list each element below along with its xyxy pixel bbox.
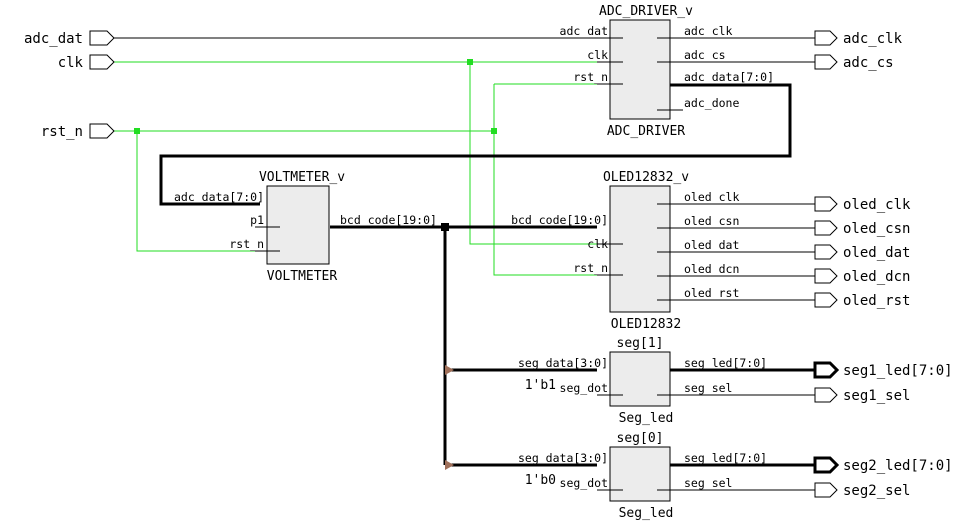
pin-label: oled_clk xyxy=(684,190,739,204)
pin-label: adc_done xyxy=(684,96,739,110)
pin-label: rst_n xyxy=(573,261,608,275)
port-label: seg1_sel xyxy=(843,388,910,404)
port-label: oled_dat xyxy=(843,245,910,261)
port-label: oled_rst xyxy=(843,293,910,309)
bus-ripper-icon xyxy=(445,365,454,375)
input-port-rst-n[interactable]: rst_n xyxy=(41,123,115,140)
pin-label: seg_data[3:0] xyxy=(518,356,608,370)
constant-value: 1'b1 xyxy=(525,378,556,393)
pin-label: seg_led[7:0] xyxy=(684,356,767,370)
output-port-seg1-led[interactable]: seg1_led[7:0] xyxy=(813,361,953,379)
pin-label: adc_dat xyxy=(560,24,608,38)
clk-net[interactable] xyxy=(114,61,597,245)
port-label: seg1_led[7:0] xyxy=(843,363,953,379)
module-name: ADC_DRIVER xyxy=(607,124,685,139)
pin-label: rst_n xyxy=(573,70,608,84)
output-port-oled-rst[interactable]: oled_rst xyxy=(814,292,910,309)
pin-label: oled_rst xyxy=(684,286,739,300)
port-label: clk xyxy=(58,55,84,71)
output-port-seg1-sel[interactable]: seg1_sel xyxy=(814,387,910,404)
port-label: oled_clk xyxy=(843,197,911,213)
rst-n-junction xyxy=(491,128,497,134)
instance-name: ADC_DRIVER_v xyxy=(599,4,693,19)
pin-label: adc_data[7:0] xyxy=(174,190,264,204)
port-label: oled_dcn xyxy=(843,269,910,285)
port-label: rst_n xyxy=(41,124,83,140)
bus-ripper-icon xyxy=(445,460,454,470)
rst-n-net[interactable] xyxy=(114,83,597,276)
input-port-clk[interactable]: clk xyxy=(58,54,115,71)
pin-label: bcd_code[19:0] xyxy=(511,213,608,227)
oled12832-block[interactable]: OLED12832_v bcd_code[19:0] clk rst_n ole… xyxy=(511,170,739,332)
pin-label: oled_dcn xyxy=(684,262,739,276)
output-port-seg2-sel[interactable]: seg2_sel xyxy=(814,482,910,499)
pin-label: seg_sel xyxy=(684,476,732,490)
pin-label: adc_clk xyxy=(684,24,733,38)
port-label: adc_clk xyxy=(843,31,903,47)
output-port-seg2-led[interactable]: seg2_led[7:0] xyxy=(813,456,953,474)
seg0-block[interactable]: seg[0] seg_data[3:0] seg_dot 1'b0 seg_le… xyxy=(518,431,767,521)
bcd-code-junction xyxy=(441,223,449,231)
pin-label: seg_led[7:0] xyxy=(684,451,767,465)
output-port-oled-dat[interactable]: oled_dat xyxy=(814,244,910,261)
adc-data-bus[interactable] xyxy=(159,83,792,206)
pin-label: clk xyxy=(587,48,608,62)
module-name: VOLTMETER xyxy=(267,269,338,284)
port-label: adc_cs xyxy=(843,55,894,71)
pin-label: bcd_code[19:0] xyxy=(340,213,437,227)
module-name: Seg_led xyxy=(619,506,674,521)
port-label: adc_dat xyxy=(24,31,83,47)
pin-label: adc_data[7:0] xyxy=(684,70,774,84)
seg1-block[interactable]: seg[1] seg_data[3:0] seg_dot 1'b1 seg_le… xyxy=(518,336,767,426)
module-name: OLED12832 xyxy=(611,317,681,332)
pin-label: oled_csn xyxy=(684,214,739,228)
output-port-adc-cs[interactable]: adc_cs xyxy=(814,54,894,71)
port-label: oled_csn xyxy=(843,221,910,237)
voltmeter-block[interactable]: VOLTMETER_v adc_data[7:0] p1 rst_n bcd_c… xyxy=(174,170,437,284)
instance-name: OLED12832_v xyxy=(603,170,689,185)
pin-label: p1 xyxy=(250,213,264,227)
instance-name: VOLTMETER_v xyxy=(259,170,345,185)
module-name: Seg_led xyxy=(619,411,674,426)
pin-label: seg_dot xyxy=(560,476,608,490)
output-port-oled-dcn[interactable]: oled_dcn xyxy=(814,268,910,285)
port-label: seg2_led[7:0] xyxy=(843,458,953,474)
constant-value: 1'b0 xyxy=(525,473,556,488)
output-port-adc-clk[interactable]: adc_clk xyxy=(814,30,903,47)
pin-label: rst_n xyxy=(229,237,264,251)
clk-junction xyxy=(467,59,473,65)
pin-label: seg_data[3:0] xyxy=(518,451,608,465)
pin-label: oled_dat xyxy=(684,238,739,252)
output-port-oled-csn[interactable]: oled_csn xyxy=(814,220,910,237)
rst-n-junction xyxy=(134,128,140,134)
instance-name: seg[0] xyxy=(617,431,664,446)
pin-label: adc_cs xyxy=(684,48,726,62)
instance-name: seg[1] xyxy=(617,336,664,351)
input-port-adc-dat[interactable]: adc_dat xyxy=(24,30,115,47)
output-port-oled-clk[interactable]: oled_clk xyxy=(814,196,911,213)
port-label: seg2_sel xyxy=(843,483,910,499)
pin-label: clk xyxy=(587,237,608,251)
pin-label: seg_sel xyxy=(684,381,732,395)
adc-driver-block[interactable]: ADC_DRIVER_v adc_dat clk rst_n adc_clk a… xyxy=(560,4,774,139)
pin-label: seg_dot xyxy=(560,381,608,395)
